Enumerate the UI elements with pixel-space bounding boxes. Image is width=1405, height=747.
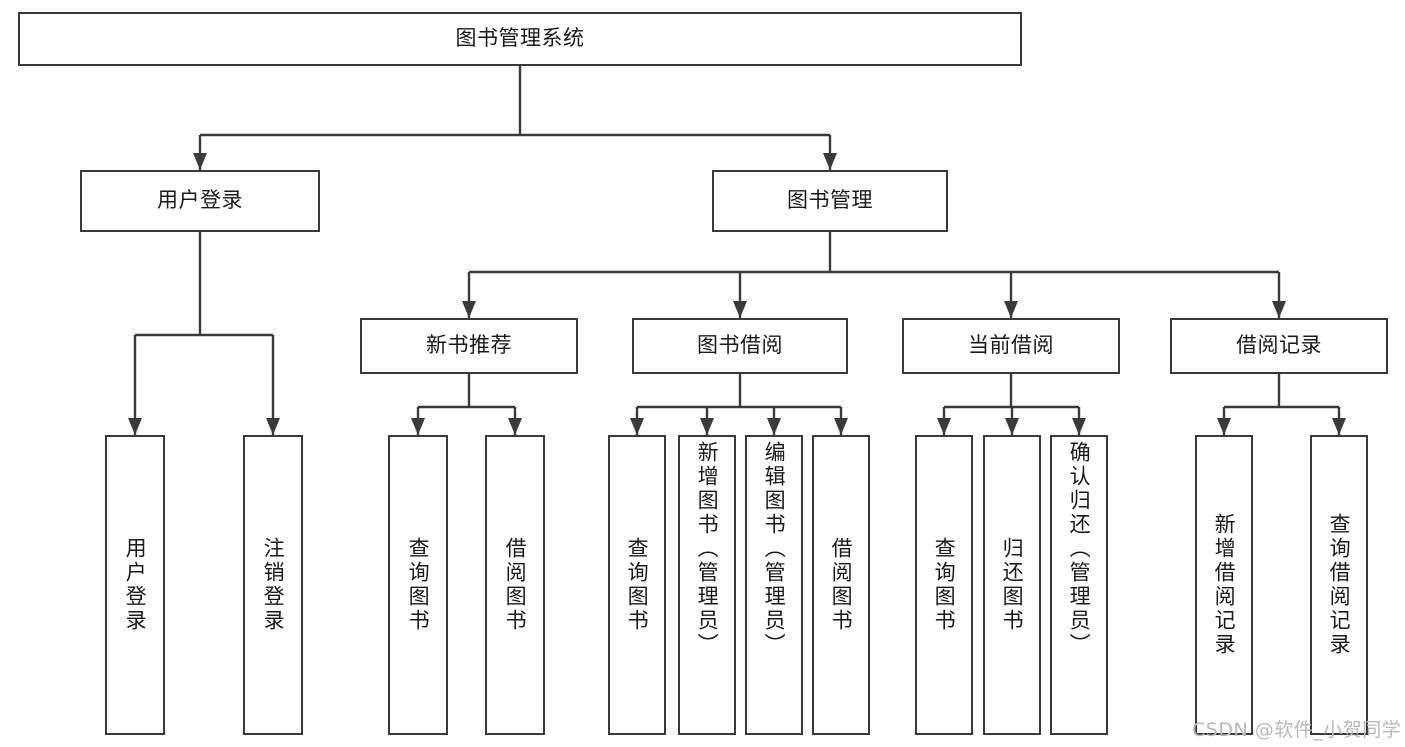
leaf-node-leaf-return-book[interactable]: 归还图书 [983, 435, 1041, 735]
leaf-node-leaf-borrow-book-bb[interactable]: 借阅图书 [812, 435, 870, 735]
arrow-head-icon [937, 418, 951, 435]
arrow-head-icon [266, 418, 280, 435]
leaf-node-leaf-user-login[interactable]: 用户登录 [105, 435, 165, 735]
arrow-head-icon [733, 301, 747, 318]
leaf-node-leaf-query-book-cb[interactable]: 查询图书 [915, 435, 973, 735]
node-label: 新增借阅记录 [1212, 513, 1237, 657]
node-label: 新增图书（管理员） [695, 441, 720, 657]
leaf-node-leaf-edit-book[interactable]: 编辑图书（管理员） [745, 435, 803, 735]
node-label: 用户登录 [123, 537, 148, 633]
leaf-node-leaf-logout-login[interactable]: 注销登录 [243, 435, 303, 735]
leaf-node-leaf-query-book-rec[interactable]: 查询图书 [388, 435, 448, 735]
root-node-root[interactable]: 图书管理系统 [18, 12, 1022, 66]
node-label: 注销登录 [261, 537, 286, 633]
arrow-head-icon [193, 153, 207, 170]
arrow-head-icon [1217, 418, 1231, 435]
arrow-head-icon [508, 418, 522, 435]
node-label: 图书管理系统 [455, 26, 585, 51]
arrow-head-icon [462, 301, 476, 318]
level2-node-current-borrow[interactable]: 当前借阅 [902, 318, 1120, 374]
node-label: 查询图书 [406, 537, 431, 633]
arrow-head-icon [1072, 418, 1086, 435]
node-label: 当前借阅 [968, 333, 1054, 358]
leaf-node-leaf-add-book[interactable]: 新增图书（管理员） [678, 435, 736, 735]
node-label: 借阅图书 [503, 537, 528, 633]
leaf-node-leaf-borrow-book-rec[interactable]: 借阅图书 [485, 435, 545, 735]
node-label: 编辑图书（管理员） [762, 441, 787, 657]
arrow-head-icon [700, 418, 714, 435]
node-label: 查询图书 [932, 537, 957, 633]
arrow-head-icon [767, 418, 781, 435]
leaf-node-leaf-add-record[interactable]: 新增借阅记录 [1195, 435, 1253, 735]
arrow-head-icon [128, 418, 142, 435]
csdn-watermark: CSDN @软件_小贺同学 [1192, 719, 1402, 741]
node-label: 图书借阅 [697, 333, 783, 358]
leaf-node-leaf-query-book-bb[interactable]: 查询图书 [608, 435, 666, 735]
node-label: 图书管理 [787, 188, 873, 213]
node-label: 确认归还（管理员） [1067, 441, 1092, 657]
arrow-head-icon [823, 153, 837, 170]
node-label: 查询借阅记录 [1327, 513, 1352, 657]
arrow-head-icon [834, 418, 848, 435]
level1-node-book-manage[interactable]: 图书管理 [712, 170, 948, 232]
arrow-head-icon [630, 418, 644, 435]
node-label: 查询图书 [625, 537, 650, 633]
arrow-head-icon [411, 418, 425, 435]
node-label: 归还图书 [1000, 537, 1025, 633]
level2-node-new-book-recommend[interactable]: 新书推荐 [360, 318, 578, 374]
arrow-head-icon [1272, 301, 1286, 318]
node-label: 借阅记录 [1236, 333, 1322, 358]
level2-node-borrow-record[interactable]: 借阅记录 [1170, 318, 1388, 374]
level2-node-book-borrow[interactable]: 图书借阅 [632, 318, 848, 374]
node-label: 借阅图书 [829, 537, 854, 633]
arrow-head-icon [1332, 418, 1346, 435]
node-label: 用户登录 [157, 188, 243, 213]
node-label: 新书推荐 [426, 333, 512, 358]
leaf-node-leaf-query-record[interactable]: 查询借阅记录 [1310, 435, 1368, 735]
leaf-node-leaf-confirm-return[interactable]: 确认归还（管理员） [1050, 435, 1108, 735]
arrow-head-icon [1005, 418, 1019, 435]
arrow-head-icon [1004, 301, 1018, 318]
level1-node-user-login[interactable]: 用户登录 [80, 170, 320, 232]
